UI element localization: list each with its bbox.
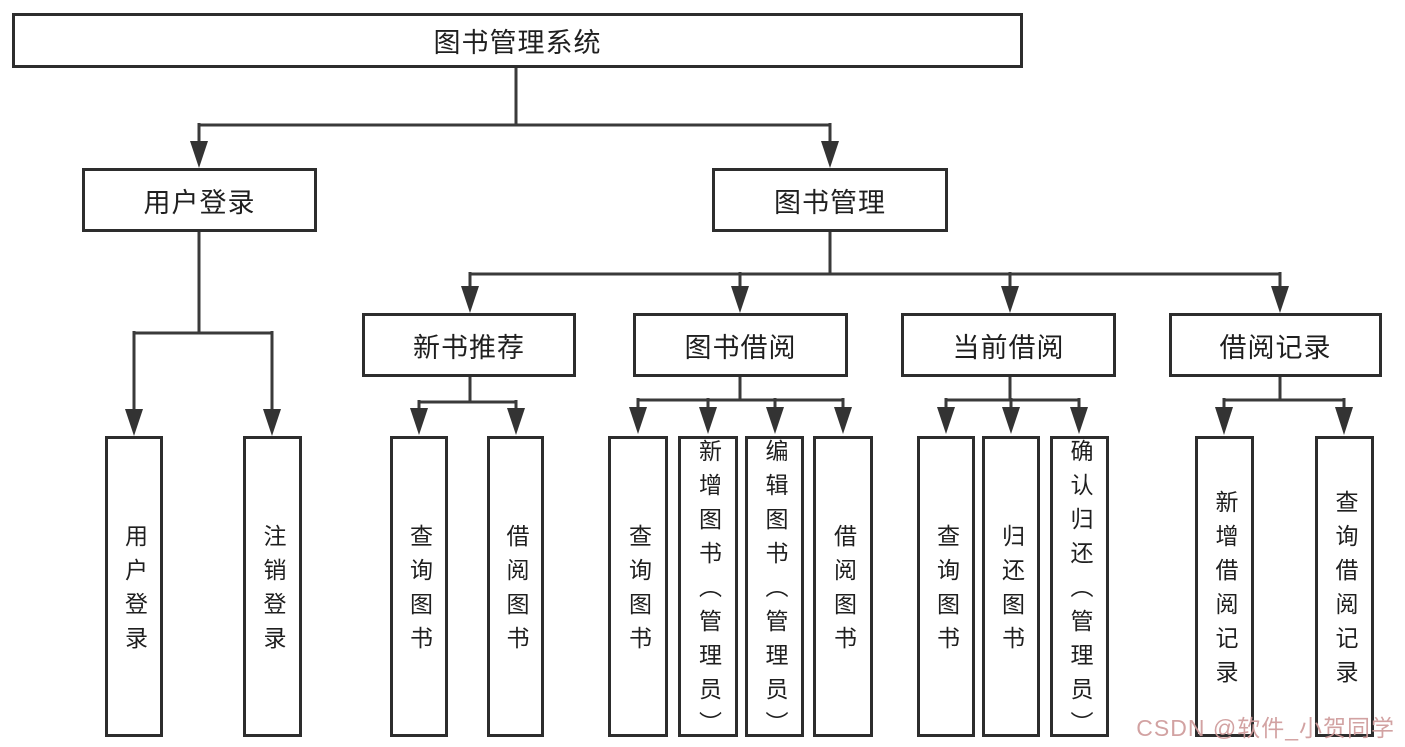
leaf-query-borrow-record: 查询借阅记录 [1315, 436, 1374, 737]
connector-borrow-record-to-leaves [1215, 375, 1353, 435]
arrow-down-icon [834, 407, 852, 434]
csdn-watermark: CSDN @软件_小贺同学 [1136, 715, 1395, 741]
node-label: 借阅记录 [1219, 332, 1332, 363]
connector-user-login-to-leaves [125, 230, 281, 436]
node-label: 用户登录 [121, 524, 148, 660]
connector-book-mgmt-to-level3 [461, 230, 1289, 313]
node-label: 注销登录 [260, 524, 286, 660]
node-current-borrowing: 当前借阅 [901, 313, 1116, 377]
arrow-down-icon [1335, 407, 1353, 435]
arrow-down-icon [507, 408, 525, 435]
node-label: 确认归还（管理员） [1067, 439, 1093, 745]
leaf-add-borrow-record: 新增借阅记录 [1195, 436, 1254, 737]
arrow-down-icon [1002, 407, 1020, 434]
node-label: 图书管理 [774, 187, 886, 218]
node-book-management: 图书管理 [712, 168, 948, 232]
leaf-query-book-current: 查询图书 [917, 436, 975, 737]
leaf-borrow-book: 借阅图书 [813, 436, 873, 737]
arrow-down-icon [1271, 286, 1289, 313]
leaf-query-book-recommend: 查询图书 [390, 436, 448, 737]
leaf-confirm-return-admin: 确认归还（管理员） [1050, 436, 1109, 745]
leaf-add-book-admin: 新增图书（管理员） [678, 436, 738, 745]
node-new-book-recommend: 新书推荐 [362, 313, 576, 377]
connector-current-borrow-to-leaves [937, 375, 1088, 434]
node-label: 新增借阅记录 [1212, 490, 1238, 694]
arrow-down-icon [1070, 407, 1088, 434]
node-label: 查询借阅记录 [1332, 490, 1358, 694]
node-label: 编辑图书（管理员） [762, 439, 788, 745]
node-label: 查询图书 [625, 524, 652, 660]
arrow-down-icon [1215, 407, 1233, 435]
node-book-borrowing: 图书借阅 [633, 313, 848, 377]
node-label: 图书管理系统 [433, 28, 602, 58]
node-label: 借阅图书 [830, 524, 857, 660]
leaf-edit-book-admin: 编辑图书（管理员） [745, 436, 804, 745]
node-user-login: 用户登录 [82, 168, 317, 232]
arrow-down-icon [461, 286, 479, 313]
leaf-return-book: 归还图书 [982, 436, 1040, 737]
arrow-down-icon [125, 409, 143, 436]
arrow-down-icon [766, 407, 784, 434]
leaf-borrow-book-recommend: 借阅图书 [487, 436, 544, 737]
node-label: 归还图书 [998, 524, 1025, 660]
node-label: 图书借阅 [684, 332, 797, 363]
connector-new-book-to-leaves [410, 375, 525, 435]
node-label: 用户登录 [143, 187, 256, 218]
arrow-down-icon [937, 407, 955, 434]
arrow-down-icon [731, 286, 749, 313]
leaf-query-book-borrowing: 查询图书 [608, 436, 668, 737]
node-label: 借阅图书 [503, 524, 529, 660]
arrow-down-icon [699, 407, 717, 434]
arrow-down-icon [410, 408, 428, 435]
connector-book-borrow-to-leaves [629, 375, 852, 434]
arrow-down-icon [629, 407, 647, 434]
node-label: 查询图书 [406, 524, 433, 660]
node-label: 新增图书（管理员） [695, 439, 722, 745]
node-borrowing-records: 借阅记录 [1169, 313, 1382, 377]
leaf-logout: 注销登录 [243, 436, 302, 737]
connector-root-to-level2 [190, 66, 839, 168]
node-label: 查询图书 [933, 524, 960, 660]
arrow-down-icon [821, 141, 839, 168]
arrow-down-icon [190, 141, 208, 168]
node-label: 当前借阅 [952, 332, 1065, 363]
leaf-user-login: 用户登录 [105, 436, 163, 737]
node-root-book-management-system: 图书管理系统 [12, 13, 1023, 68]
node-label: 新书推荐 [413, 332, 525, 363]
arrow-down-icon [1001, 286, 1019, 313]
arrow-down-icon [263, 409, 281, 436]
